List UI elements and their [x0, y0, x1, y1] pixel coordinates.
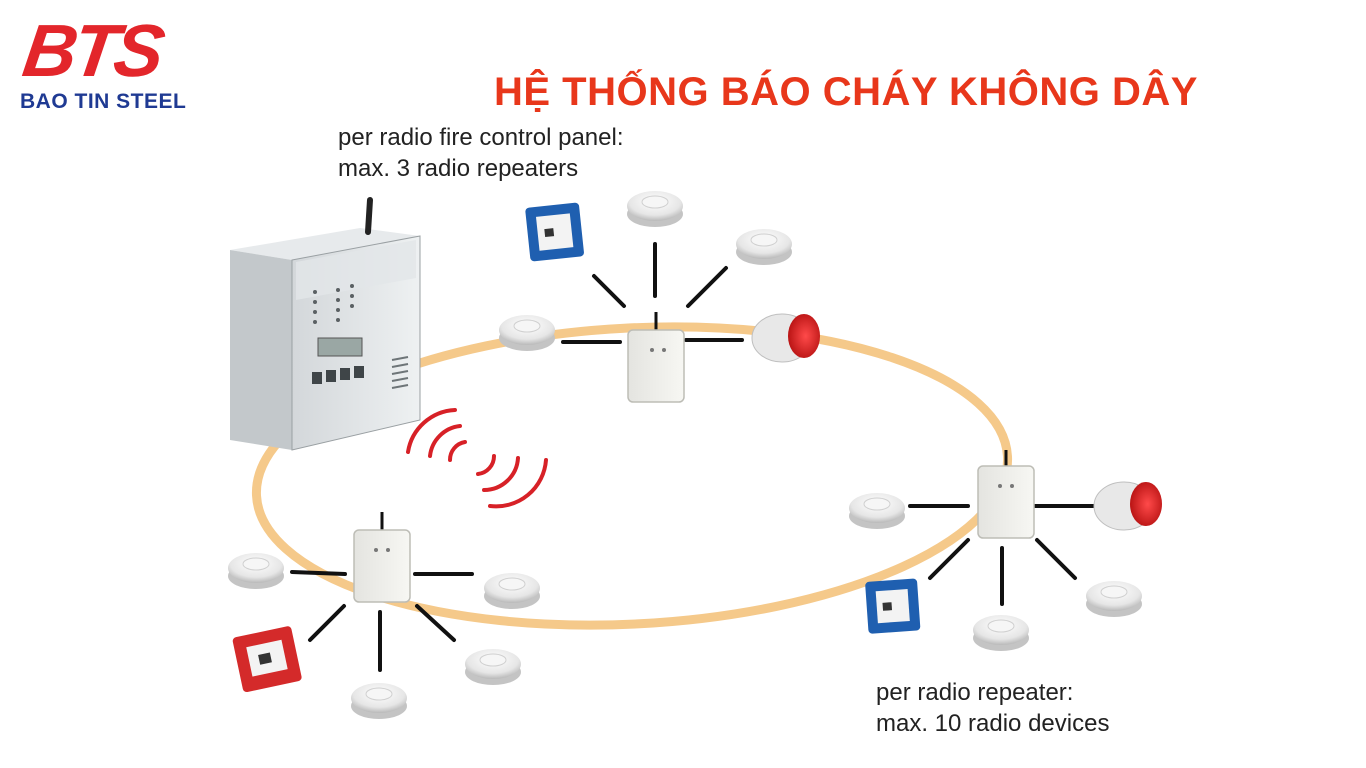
- siren-sounder-icon: [1093, 481, 1162, 531]
- repeater-caption: per radio repeater: max. 10 radio device…: [876, 677, 1109, 739]
- repeater-caption-line1: per radio repeater:: [876, 679, 1074, 706]
- smoke-detector-icon: [736, 229, 792, 265]
- panel-caption-line1: per radio fire control panel:: [338, 124, 624, 151]
- control-panel: [230, 197, 421, 451]
- right-repeater-links: [908, 504, 1095, 606]
- panel-display: [317, 337, 363, 357]
- smoke-detector-icon: [973, 615, 1029, 651]
- smoke-detector-icon: [627, 191, 683, 227]
- manual-call-point-icon: [865, 578, 921, 634]
- smoke-detector-icon: [849, 493, 905, 529]
- smoke-detector-icon: [228, 553, 284, 589]
- radio-repeater-right: [977, 450, 1035, 539]
- page-title: HỆ THỐNG BÁO CHÁY KHÔNG DÂY: [494, 70, 1198, 114]
- manual-call-point-icon: [525, 202, 584, 262]
- smoke-detector-icon: [499, 315, 555, 351]
- radio-repeater-top: [627, 312, 685, 403]
- radio-repeater-left: [353, 512, 411, 603]
- panel-caption: per radio fire control panel: max. 3 rad…: [338, 122, 624, 184]
- panel-antenna: [365, 197, 373, 235]
- repeater-caption-line2: max. 10 radio devices: [876, 710, 1110, 737]
- panel-caption-line2: max. 3 radio repeaters: [338, 155, 579, 182]
- smoke-detector-icon: [465, 649, 521, 685]
- top-repeater-links: [561, 242, 744, 344]
- smoke-detector-icon: [484, 573, 540, 609]
- smoke-detector-icon: [351, 683, 407, 719]
- radio-waves-icon: [406, 408, 548, 509]
- logo-company-name: BAO TIN STEEL: [20, 90, 187, 113]
- siren-sounder-icon: [751, 313, 820, 363]
- smoke-detector-icon: [1086, 581, 1142, 617]
- left-repeater-links: [290, 570, 474, 672]
- manual-call-point-icon: [232, 626, 302, 693]
- brand-logo: BTS BAO TIN STEEL: [18, 9, 228, 114]
